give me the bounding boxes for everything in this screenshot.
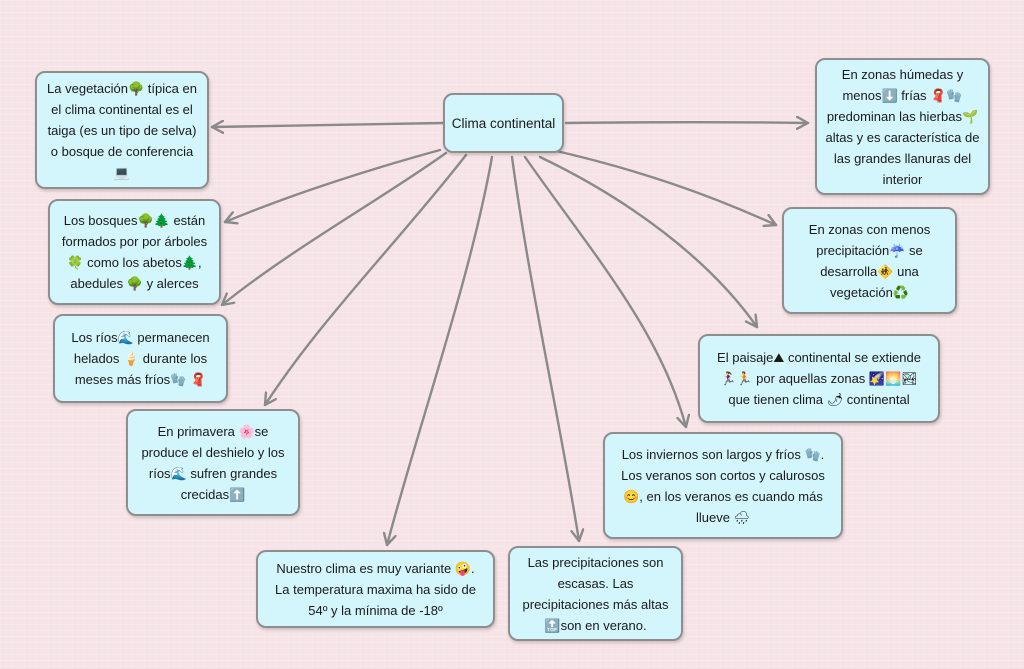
connector-to-humid-zones [564,122,810,123]
connector-to-forests [223,148,442,222]
connector-to-winters [523,155,686,429]
node-less-precipitation[interactable]: En zonas con menos precipitación☔️ se de… [782,207,957,314]
node-text: Las precipitaciones son escasas. Las pre… [522,554,669,633]
node-text: El paisaje⛰ continental se extiende 🏃‍♀️… [717,350,921,407]
node-text: En zonas húmedas y menos⬇️ frías 🧣🧤 pred… [825,66,980,187]
node-humid-zones[interactable]: En zonas húmedas y menos⬇️ frías 🧣🧤 pred… [815,58,990,195]
node-text: En zonas con menos precipitación☔️ se de… [808,221,931,300]
node-text: Los bosques🌳🌲 están formados por por árb… [61,213,208,291]
connector-to-rivers [220,151,448,307]
node-text: En primavera 🌸se produce el deshielo y l… [141,423,285,502]
node-landscape[interactable]: El paisaje⛰ continental se extiende 🏃‍♀️… [698,334,940,423]
node-precipitation[interactable]: Las precipitaciones son escasas. Las pre… [508,546,683,641]
central-topic[interactable]: Clima continental [443,93,564,153]
connector-to-vegetation [210,123,445,127]
connector-to-spring [263,153,468,407]
connector-to-less-rain [550,148,778,225]
node-rivers[interactable]: Los ríos🌊 permanecen helados 🍦 durante l… [53,314,228,403]
node-climate-variant[interactable]: Nuestro clima es muy variante 🤪. La temp… [256,550,495,628]
node-text: Nuestro clima es muy variante 🤪. La temp… [275,560,476,618]
node-vegetation[interactable]: La vegetación🌳 típica en el clima contin… [35,71,209,189]
connector-to-landscape [538,155,759,329]
node-winters-summers[interactable]: Los inviernos son largos y fríos 🧤. Los … [603,432,843,539]
node-forests[interactable]: Los bosques🌳🌲 están formados por por árb… [48,199,221,305]
node-text: La vegetación🌳 típica en el clima contin… [47,80,197,180]
central-topic-label: Clima continental [451,115,556,131]
node-text: Los ríos🌊 permanecen helados 🍦 durante l… [71,330,210,387]
node-spring[interactable]: En primavera 🌸se produce el deshielo y l… [126,409,300,516]
node-text: Los inviernos son largos y fríos 🧤. Los … [621,446,825,525]
connector-to-precipitation [510,155,579,543]
connector-to-climate-variant [387,155,494,547]
